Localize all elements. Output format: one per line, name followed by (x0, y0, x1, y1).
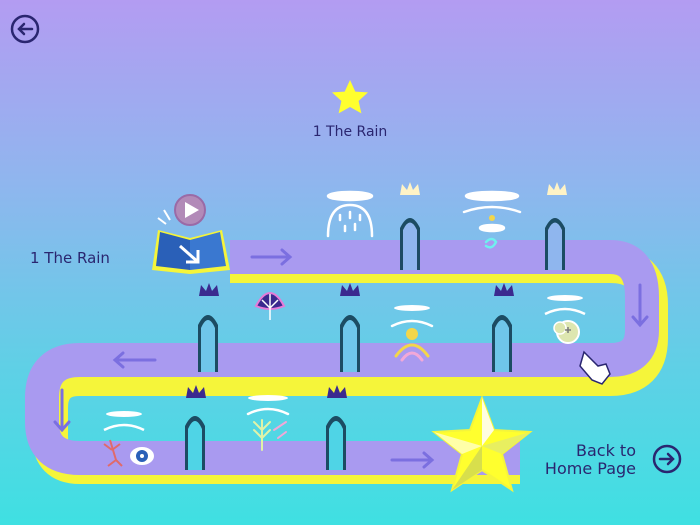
crown-icon (186, 385, 206, 398)
crown-icon (400, 182, 420, 195)
top-level-title: 1 The Rain (312, 124, 388, 140)
cloud-rain-icon[interactable] (326, 190, 374, 238)
arch-gate (492, 315, 512, 372)
flower-icon[interactable] (544, 295, 586, 344)
forward-arrow-icon[interactable] (652, 444, 682, 474)
sun-icon[interactable] (390, 305, 434, 362)
crown-icon (327, 385, 347, 398)
arch-gate (340, 315, 360, 372)
arch-gate (400, 218, 420, 270)
arch-gate (326, 416, 346, 470)
crown-icon (199, 283, 219, 296)
big-star-icon[interactable] (431, 395, 533, 493)
star-icon (332, 80, 368, 114)
plant-icon[interactable] (246, 395, 290, 451)
home-line1: Back to (576, 441, 636, 460)
side-level-title: 1 The Rain (30, 249, 110, 267)
leaf-icon[interactable] (254, 292, 286, 320)
book-icon[interactable] (152, 209, 230, 274)
crown-icon (340, 283, 360, 296)
arch-gate (185, 416, 205, 470)
home-page-label[interactable]: Back to Home Page (540, 442, 636, 478)
back-arrow-icon[interactable] (10, 14, 40, 44)
cloud-rain-icon[interactable] (462, 190, 522, 249)
home-line2: Home Page (544, 459, 636, 478)
path-track (25, 240, 659, 475)
arch-gate (198, 315, 218, 372)
play-icon[interactable] (174, 194, 206, 226)
arch-gate (545, 218, 565, 270)
crown-icon (494, 283, 514, 296)
direction-arrows (53, 248, 649, 469)
crown-icon (547, 182, 567, 195)
eye-icon[interactable] (103, 411, 154, 467)
hand-pointer-icon (579, 350, 611, 385)
